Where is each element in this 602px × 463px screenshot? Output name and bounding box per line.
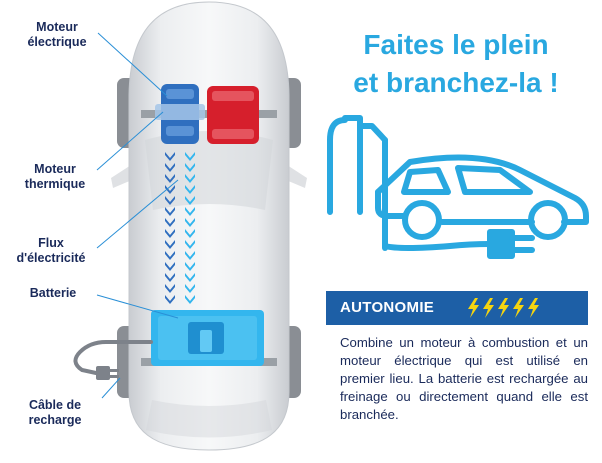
lightning-bolt-icon [513,298,524,318]
flow-chevron [185,284,195,293]
lightning-bolt-icon [483,298,494,318]
leader-lines [96,32,179,399]
flow-chevron [185,240,195,249]
lightning-bolt-icon [468,298,479,318]
label-charging-cable: Câble de recharge [28,398,82,427]
flow-chevron [185,207,195,216]
flow-chevron [165,218,175,227]
flow-chevron [165,273,175,282]
label-battery: Batterie [29,286,77,300]
flow-chevron [165,196,175,205]
description-text: Combine un moteur à combustion et un mot… [340,335,588,422]
flow-chevron [185,163,195,172]
flow-chevron [185,273,195,282]
label-electricity-flow: Flux d'électricité [16,236,86,265]
flow-chevron [185,152,195,161]
mirror-right [286,165,307,188]
flow-chevron [185,174,195,183]
flow-chevron [165,163,175,172]
flow-chevron [185,196,195,205]
car-side-icon [375,154,589,240]
headline: Faites le plein et branchez-la ! [318,26,594,102]
flow-chevron [165,295,175,304]
flow-chevron [185,229,195,238]
headline-line-1: Faites le plein [363,29,549,60]
flow-chevron [165,251,175,260]
flow-chevron [185,295,195,304]
car-top-view-icon [111,1,307,451]
lightning-bolt-icon [498,298,509,318]
flow-chevron [165,174,175,183]
label-electric-motor: Moteur électrique [27,20,87,49]
mirror-left [111,165,132,188]
flow-chevron [165,262,175,271]
flow-chevron [165,152,175,161]
thermal-motor-icon [207,86,259,144]
flow-chevron [185,218,195,227]
autonomy-title: AUTONOMIE [340,299,435,316]
windshield [145,131,273,210]
battery-icon [151,310,264,366]
plug-icon [382,229,535,259]
flow-chevron [185,185,195,194]
flow-chevron [165,240,175,249]
flow-chevron [185,262,195,271]
fuel-pump-icon [327,115,388,251]
flow-chevron [185,251,195,260]
flow-chevron [165,207,175,216]
flow-chevron [165,284,175,293]
car-body [128,1,290,451]
headline-line-2: et branchez-la ! [353,67,559,98]
charging-cable-icon [73,340,153,380]
autonomy-bar: AUTONOMIE [326,291,588,325]
flow-chevron [165,229,175,238]
electric-motor-icon [155,84,205,144]
rear-window [146,400,272,438]
autonomy-rating [468,298,539,318]
label-thermal-motor: Moteur thermique [24,162,86,191]
lightning-bolt-icon [528,298,539,318]
